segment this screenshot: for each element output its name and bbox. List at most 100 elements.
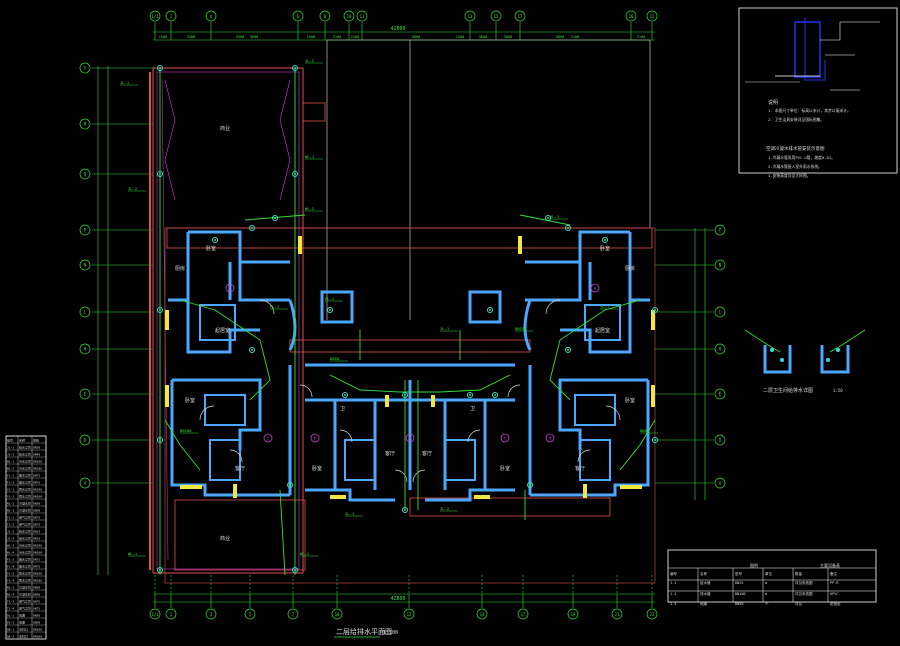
pipe-network <box>159 68 656 576</box>
side-table-cell: 地漏 <box>19 613 25 618</box>
side-table-cell: 污水立管 <box>19 543 31 548</box>
side-table-cell: 清扫口 <box>19 627 28 632</box>
side-table-cell: NL-2 <box>7 509 14 513</box>
side-table-cell: 雨水立管 <box>19 571 31 576</box>
side-table-cell: 污水立管 <box>19 459 31 464</box>
axis-label-left: D <box>84 438 87 443</box>
axis-bubble-bottom <box>611 608 623 620</box>
riser-dot <box>289 484 291 486</box>
axis-bubble-bottom <box>567 608 579 620</box>
pipe-callout-label: JL-2 <box>128 186 137 191</box>
svg-text:卫: 卫 <box>340 406 345 412</box>
top-dimension-text: 2100 <box>351 35 359 39</box>
axis-label-bottom: 17 <box>521 612 526 617</box>
axis-label-top: 13 <box>468 14 473 19</box>
legend-cell: DN50 <box>735 602 743 606</box>
svg-text:卧室: 卧室 <box>206 245 216 252</box>
svg-text:商业: 商业 <box>220 125 230 132</box>
side-table-cell: 废水立管 <box>19 473 31 478</box>
side-table-cell: DN100 <box>33 572 42 576</box>
axis-label-top: 17 <box>518 14 523 19</box>
notes-header: 说明 <box>768 99 778 106</box>
side-table-cell: 废水立管 <box>19 564 31 569</box>
riser-symbol <box>327 307 333 313</box>
legend-header-cell: 型号 <box>735 571 743 576</box>
side-table-cell: WL-2 <box>7 467 14 471</box>
top-dimension-text: 3600 <box>412 35 420 39</box>
bathroom-detail-scale: 1:50 <box>833 388 843 393</box>
side-table-cell: 通气立管 <box>19 515 31 520</box>
axis-bubble-right <box>714 477 726 489</box>
riser-dot <box>604 239 606 241</box>
top-dimension-text: 2100 <box>571 35 579 39</box>
axis-bubble-top <box>319 10 331 22</box>
side-table-cell: 给水立管 <box>19 452 31 457</box>
riser-symbol <box>652 437 658 443</box>
axis-bubble-top <box>646 10 658 22</box>
side-table-cell: FL-3 <box>7 558 14 562</box>
legend-cell: 详见系统图 <box>795 591 813 596</box>
pipe-callout-label: WL-2 <box>300 551 309 556</box>
side-table-cell: DN50 <box>33 593 40 597</box>
pipe-callout-label: JL-1 <box>120 80 130 85</box>
side-table-cell: FL-1 <box>7 474 14 478</box>
riser-dot <box>529 484 531 486</box>
riser-symbol <box>652 307 658 313</box>
riser-dot <box>404 394 406 396</box>
side-table-cell: DN50 <box>33 621 40 625</box>
legend-cell: DN100 <box>735 592 746 596</box>
axis-bubble-bottom <box>403 608 415 620</box>
side-table-cell: 废水立管 <box>19 480 31 485</box>
side-table-cell: DN100 <box>33 579 42 583</box>
axis-label-bottom: 10 <box>335 612 340 617</box>
axis-label-right: D <box>719 438 722 443</box>
riser-symbol <box>287 482 293 488</box>
axis-label-bottom: 3 <box>210 612 213 617</box>
axis-bubble-right <box>714 224 726 236</box>
riser-dot <box>404 509 406 511</box>
legend-cell: m <box>765 581 767 585</box>
legend-header-cell: 编号 <box>670 571 678 576</box>
svg-text:厨房: 厨房 <box>175 265 185 272</box>
pipe-callout-label: FL-1 <box>325 296 335 301</box>
svg-text:卧室: 卧室 <box>500 465 510 472</box>
axis-bubble-bottom <box>205 608 217 620</box>
notes-line: 2.冷凝水管接入室外雨水系统。 <box>768 164 822 169</box>
axis-label-top: 10 <box>347 14 352 19</box>
side-table-cell: 废水立管 <box>19 557 31 562</box>
top-dimension-text: 3600 <box>504 35 512 39</box>
axis-label-bottom: 23 <box>650 612 655 617</box>
side-table-cell: DN50 <box>33 509 40 513</box>
pipe-callout-label: FL-1 <box>270 304 280 309</box>
side-table-cell: DN40 <box>33 453 40 457</box>
axis-bubble-bottom <box>149 608 161 620</box>
legend-header-cell: 备注 <box>830 571 838 576</box>
axis-label-top: 1/1 <box>151 14 159 19</box>
riser-symbol <box>157 65 163 71</box>
riser-symbol <box>292 65 298 71</box>
axis-bubble-right <box>714 434 726 446</box>
axis-bubble-bottom <box>476 608 488 620</box>
notes-box: 说明 1. 本图尺寸单位：标高以米计，其余以毫米计。2. 卫生洁具安装详见国标图… <box>738 7 898 178</box>
riser-dot <box>214 239 216 241</box>
riser-dot <box>654 439 656 441</box>
legend-cell: PP-R <box>830 581 839 585</box>
axis-bubble-top <box>149 10 161 22</box>
side-table-cell: DN75 <box>33 600 40 604</box>
axis-bubble-top <box>490 10 502 22</box>
riser-symbol <box>402 392 408 398</box>
side-table-cell: DN75 <box>33 558 40 562</box>
axis-bubble-top <box>343 10 355 22</box>
axis-label-bottom: 7 <box>292 612 295 617</box>
side-table-cell: DN32 <box>33 537 40 541</box>
building-outline <box>149 39 656 584</box>
axis-bubble-top <box>292 10 304 22</box>
side-table-cell: 污水立管 <box>19 550 31 555</box>
axis-bubble-left <box>79 306 91 318</box>
walls <box>168 230 650 502</box>
side-table-cell: 通气立管 <box>19 522 31 527</box>
pipe-callout-label: DN100 <box>180 428 192 433</box>
side-table-cell: 通气立管 <box>19 599 31 604</box>
side-table-cell: 名称 <box>19 438 25 443</box>
